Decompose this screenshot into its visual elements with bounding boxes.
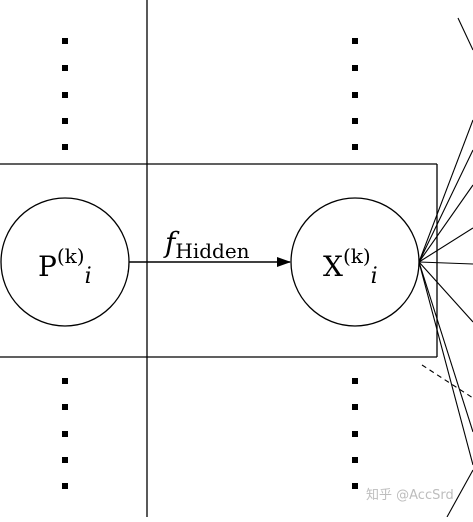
node-p-label: P(k)i	[38, 244, 92, 289]
node-x-superscript: (k)	[343, 244, 371, 268]
edge-label-subscript: Hidden	[175, 239, 249, 263]
lower-edge	[446, 469, 473, 518]
node-x-base: X	[323, 250, 343, 283]
edge-label: fHidden	[163, 226, 250, 263]
dashed-edge	[421, 364, 473, 399]
node-x-label: X(k)i	[323, 244, 378, 289]
node-p-base: P	[38, 250, 57, 283]
ellipsis-left-bottom	[62, 378, 68, 489]
ellipsis-right-bottom	[352, 378, 358, 489]
fan-out-edges	[418, 17, 473, 466]
node-x	[290, 197, 420, 327]
watermark: 知乎 @AccSrd	[366, 488, 454, 503]
ellipsis-right-top	[352, 38, 358, 150]
node-p-superscript: (k)	[57, 244, 85, 268]
ellipsis-left-top	[62, 38, 68, 150]
node-p-subscript: i	[85, 264, 92, 289]
node-x-subscript: i	[371, 264, 378, 289]
